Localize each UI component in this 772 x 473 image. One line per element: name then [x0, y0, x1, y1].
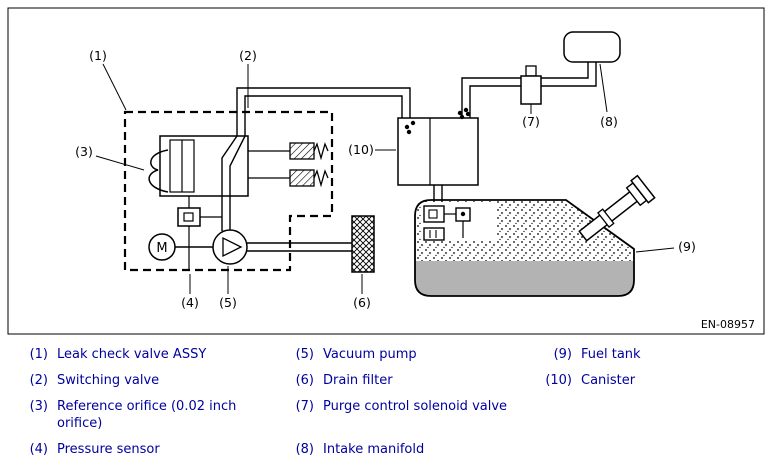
callout-labels: (1) (2) (3) (4) (5) (6) (7) (8) (9) (10)	[75, 48, 696, 310]
legend-item-number: (8)	[295, 442, 314, 457]
legend-item-number: (1)	[29, 347, 48, 362]
callout-8: (8)	[600, 114, 618, 129]
switching-valve-body	[159, 135, 249, 197]
canister	[397, 107, 479, 186]
legend-column-1: (1) Leak check valve ASSY (2) Switching …	[14, 346, 276, 467]
legend-item-label: Purge control solenoid valve	[323, 399, 508, 414]
reference-orifice	[148, 149, 169, 193]
motor-label: M	[156, 241, 167, 256]
legend-item: (5) Vacuum pump	[280, 346, 542, 363]
callout-5: (5)	[219, 295, 237, 310]
callout-4: (4)	[181, 295, 199, 310]
callout-10: (10)	[348, 142, 374, 157]
pressure-sensor	[177, 196, 222, 270]
legend-item-number: (2)	[29, 373, 48, 388]
legend-item-number: (9)	[553, 347, 572, 362]
legend-column-3: (9) Fuel tank (10) Canister	[538, 346, 764, 398]
vacuum-pump	[148, 229, 248, 265]
intake-manifold	[563, 31, 621, 63]
legend-item-label: Reference orifice (0.02 inch orifice)	[57, 399, 237, 431]
fuel-tank	[414, 174, 656, 297]
legend-item: (2) Switching valve	[14, 372, 276, 389]
legend-item-number: (4)	[29, 442, 48, 457]
legend-item-label: Canister	[581, 373, 636, 388]
canister-fitting-dots	[404, 107, 471, 135]
purge-control-solenoid-valve	[520, 65, 542, 105]
callout-1: (1)	[89, 48, 107, 63]
legend-item: (7) Purge control solenoid valve	[280, 398, 542, 415]
drain-filter	[351, 215, 375, 273]
legend-item: (10) Canister	[538, 372, 764, 389]
legend-item: (9) Fuel tank	[538, 346, 764, 363]
figure-border	[7, 7, 765, 335]
callout-9: (9)	[678, 239, 696, 254]
callout-6: (6)	[353, 295, 371, 310]
legend-item-number: (6)	[295, 373, 314, 388]
legend-item-number: (7)	[295, 399, 314, 414]
callout-3: (3)	[75, 144, 93, 159]
legend-item-label: Drain filter	[323, 373, 393, 388]
legend-item-label: Switching valve	[57, 373, 160, 388]
evap-system-schematic: M	[7, 7, 765, 335]
schematic-diagram: M	[7, 7, 765, 335]
legend-item-label: Intake manifold	[323, 442, 425, 457]
legend-item-number: (5)	[295, 347, 314, 362]
tank-outline	[414, 199, 635, 297]
legend-item-label: Vacuum pump	[323, 347, 417, 362]
legend-item: (8) Intake manifold	[280, 441, 542, 458]
figure-code: EN-08957	[701, 318, 755, 331]
legend-item-label: Leak check valve ASSY	[57, 347, 207, 362]
legend-item: (6) Drain filter	[280, 372, 542, 389]
tank-vent-valves	[423, 205, 471, 241]
legend-item-number: (3)	[29, 399, 48, 414]
solenoid-coils	[248, 142, 329, 188]
legend-item: (3) Reference orifice (0.02 inch orifice…	[14, 398, 276, 432]
filler-neck	[578, 174, 656, 242]
legend-item: (1) Leak check valve ASSY	[14, 346, 276, 363]
callout-7: (7)	[522, 114, 540, 129]
legend-item-label: Pressure sensor	[57, 442, 160, 457]
legend-item-label: Fuel tank	[581, 347, 641, 362]
legend-item: (4) Pressure sensor	[14, 441, 276, 458]
callout-leader-lines	[95, 63, 675, 294]
tank-fuel-liquid	[415, 261, 634, 296]
legend-item-number: (10)	[545, 373, 572, 388]
leak-check-assy-boundary	[123, 110, 334, 272]
callout-2: (2)	[239, 48, 257, 63]
legend-column-2: (5) Vacuum pump (6) Drain filter (7) Pur…	[280, 346, 542, 467]
